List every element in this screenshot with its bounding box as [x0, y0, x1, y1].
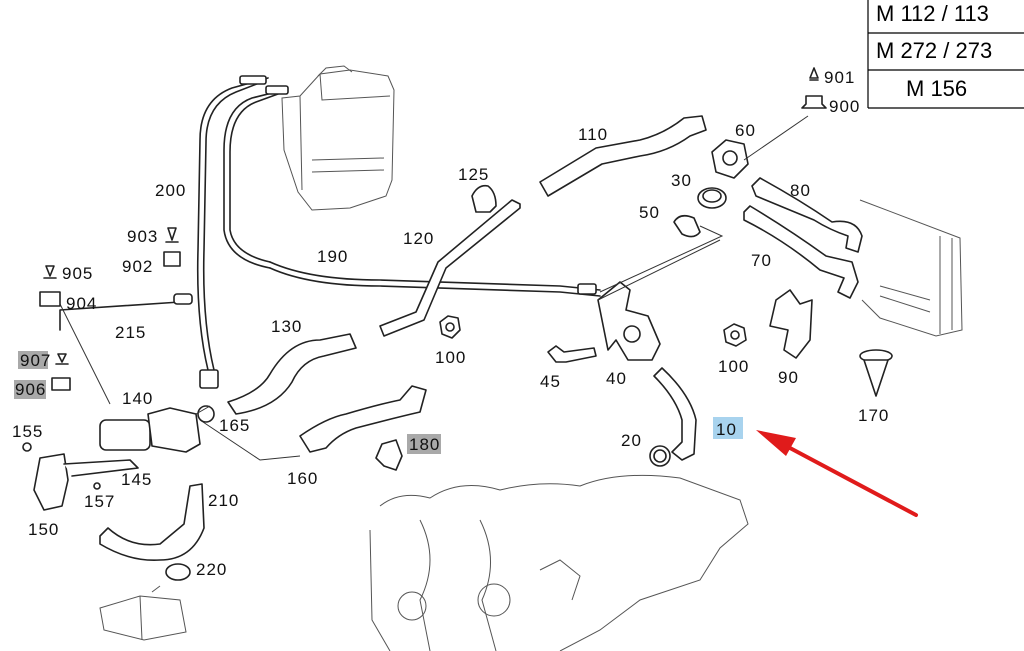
hose-70 [743, 205, 859, 299]
bracket-90 [769, 289, 813, 359]
bracket-40 [597, 225, 724, 361]
clamp-30 [697, 187, 727, 209]
highlight-906 [14, 380, 46, 399]
hose-10 [653, 367, 697, 461]
part-labels: 901 900 60 110 30 80 125 50 200 903 120 … [12, 68, 889, 579]
label-100-right: 100 [718, 357, 749, 376]
hose-130 [227, 333, 357, 415]
label-170: 170 [858, 406, 889, 425]
label-210: 210 [208, 491, 239, 510]
label-165: 165 [219, 416, 250, 435]
red-arrow-icon [756, 430, 918, 517]
label-901: 901 [824, 68, 855, 87]
label-905: 905 [62, 264, 93, 283]
label-180: 180 [409, 435, 440, 454]
label-220: 220 [196, 560, 227, 579]
label-907: 907 [20, 351, 51, 370]
symbol-906-icon [51, 377, 71, 391]
engine-block [369, 474, 749, 651]
label-150: 150 [28, 520, 59, 539]
highlight-907 [18, 351, 48, 369]
label-900: 900 [829, 97, 860, 116]
hose-210 [99, 483, 205, 561]
seal-50 [673, 214, 701, 238]
label-45: 45 [540, 372, 561, 391]
label-50: 50 [639, 203, 660, 222]
label-145: 145 [121, 470, 152, 489]
bolt-45 [547, 345, 597, 363]
nut-100-right [723, 323, 747, 347]
label-200: 200 [155, 181, 186, 200]
symbol-907-icon [55, 353, 69, 365]
label-10: 10 [716, 420, 737, 439]
clip-180 [375, 439, 403, 471]
label-40: 40 [606, 369, 627, 388]
thermostat-60 [711, 115, 809, 179]
symbol-905-icon [43, 265, 57, 279]
label-160: 160 [287, 469, 318, 488]
label-902: 902 [122, 257, 153, 276]
hose-120 [379, 199, 521, 337]
label-157: 157 [84, 492, 115, 511]
rivet-170 [859, 349, 893, 397]
engine-code-3: M 156 [906, 76, 967, 101]
label-120: 120 [403, 229, 434, 248]
auxiliary-pump [99, 585, 187, 641]
bracket-150 [33, 453, 139, 511]
label-140: 140 [122, 389, 153, 408]
label-215: 215 [115, 323, 146, 342]
label-60: 60 [735, 121, 756, 140]
washer-155 [22, 442, 32, 452]
label-130: 130 [271, 317, 302, 336]
pump-140 [99, 405, 215, 453]
symbol-902-icon [163, 251, 181, 267]
label-80: 80 [790, 181, 811, 200]
highlight-10 [713, 417, 743, 439]
hose-200 [196, 75, 289, 389]
engine-code-table: M 112 / 113 M 272 / 273 M 156 [867, 0, 1024, 109]
label-904: 904 [66, 294, 97, 313]
symbol-904-icon [39, 291, 61, 307]
expansion-tank [281, 65, 395, 211]
symbol-903-icon [165, 227, 179, 243]
label-906: 906 [15, 380, 46, 399]
highlight-180 [407, 434, 441, 454]
label-190: 190 [317, 247, 348, 266]
label-100-left: 100 [435, 348, 466, 367]
sensor-215 [57, 293, 193, 405]
hose-110 [539, 115, 707, 197]
label-90: 90 [778, 368, 799, 387]
engine-code-2: M 272 / 273 [876, 38, 992, 63]
label-125: 125 [458, 165, 489, 184]
symbol-900-icon [801, 95, 827, 109]
engine-code-1: M 112 / 113 [876, 1, 989, 26]
label-110: 110 [578, 125, 608, 144]
hose-160 [199, 385, 427, 461]
label-155: 155 [12, 422, 43, 441]
symbol-901-icon [809, 67, 819, 81]
clamp-220 [165, 563, 191, 581]
grommet-125 [471, 184, 497, 213]
clamp-20 [649, 445, 671, 467]
label-70: 70 [751, 251, 772, 270]
nut-100-left [439, 315, 461, 339]
screw-157 [93, 482, 101, 490]
hose-80 [751, 177, 863, 253]
label-30: 30 [671, 171, 692, 190]
heater-core [859, 199, 963, 337]
label-20: 20 [621, 431, 642, 450]
hose-190 [269, 261, 601, 297]
label-903: 903 [127, 227, 158, 246]
